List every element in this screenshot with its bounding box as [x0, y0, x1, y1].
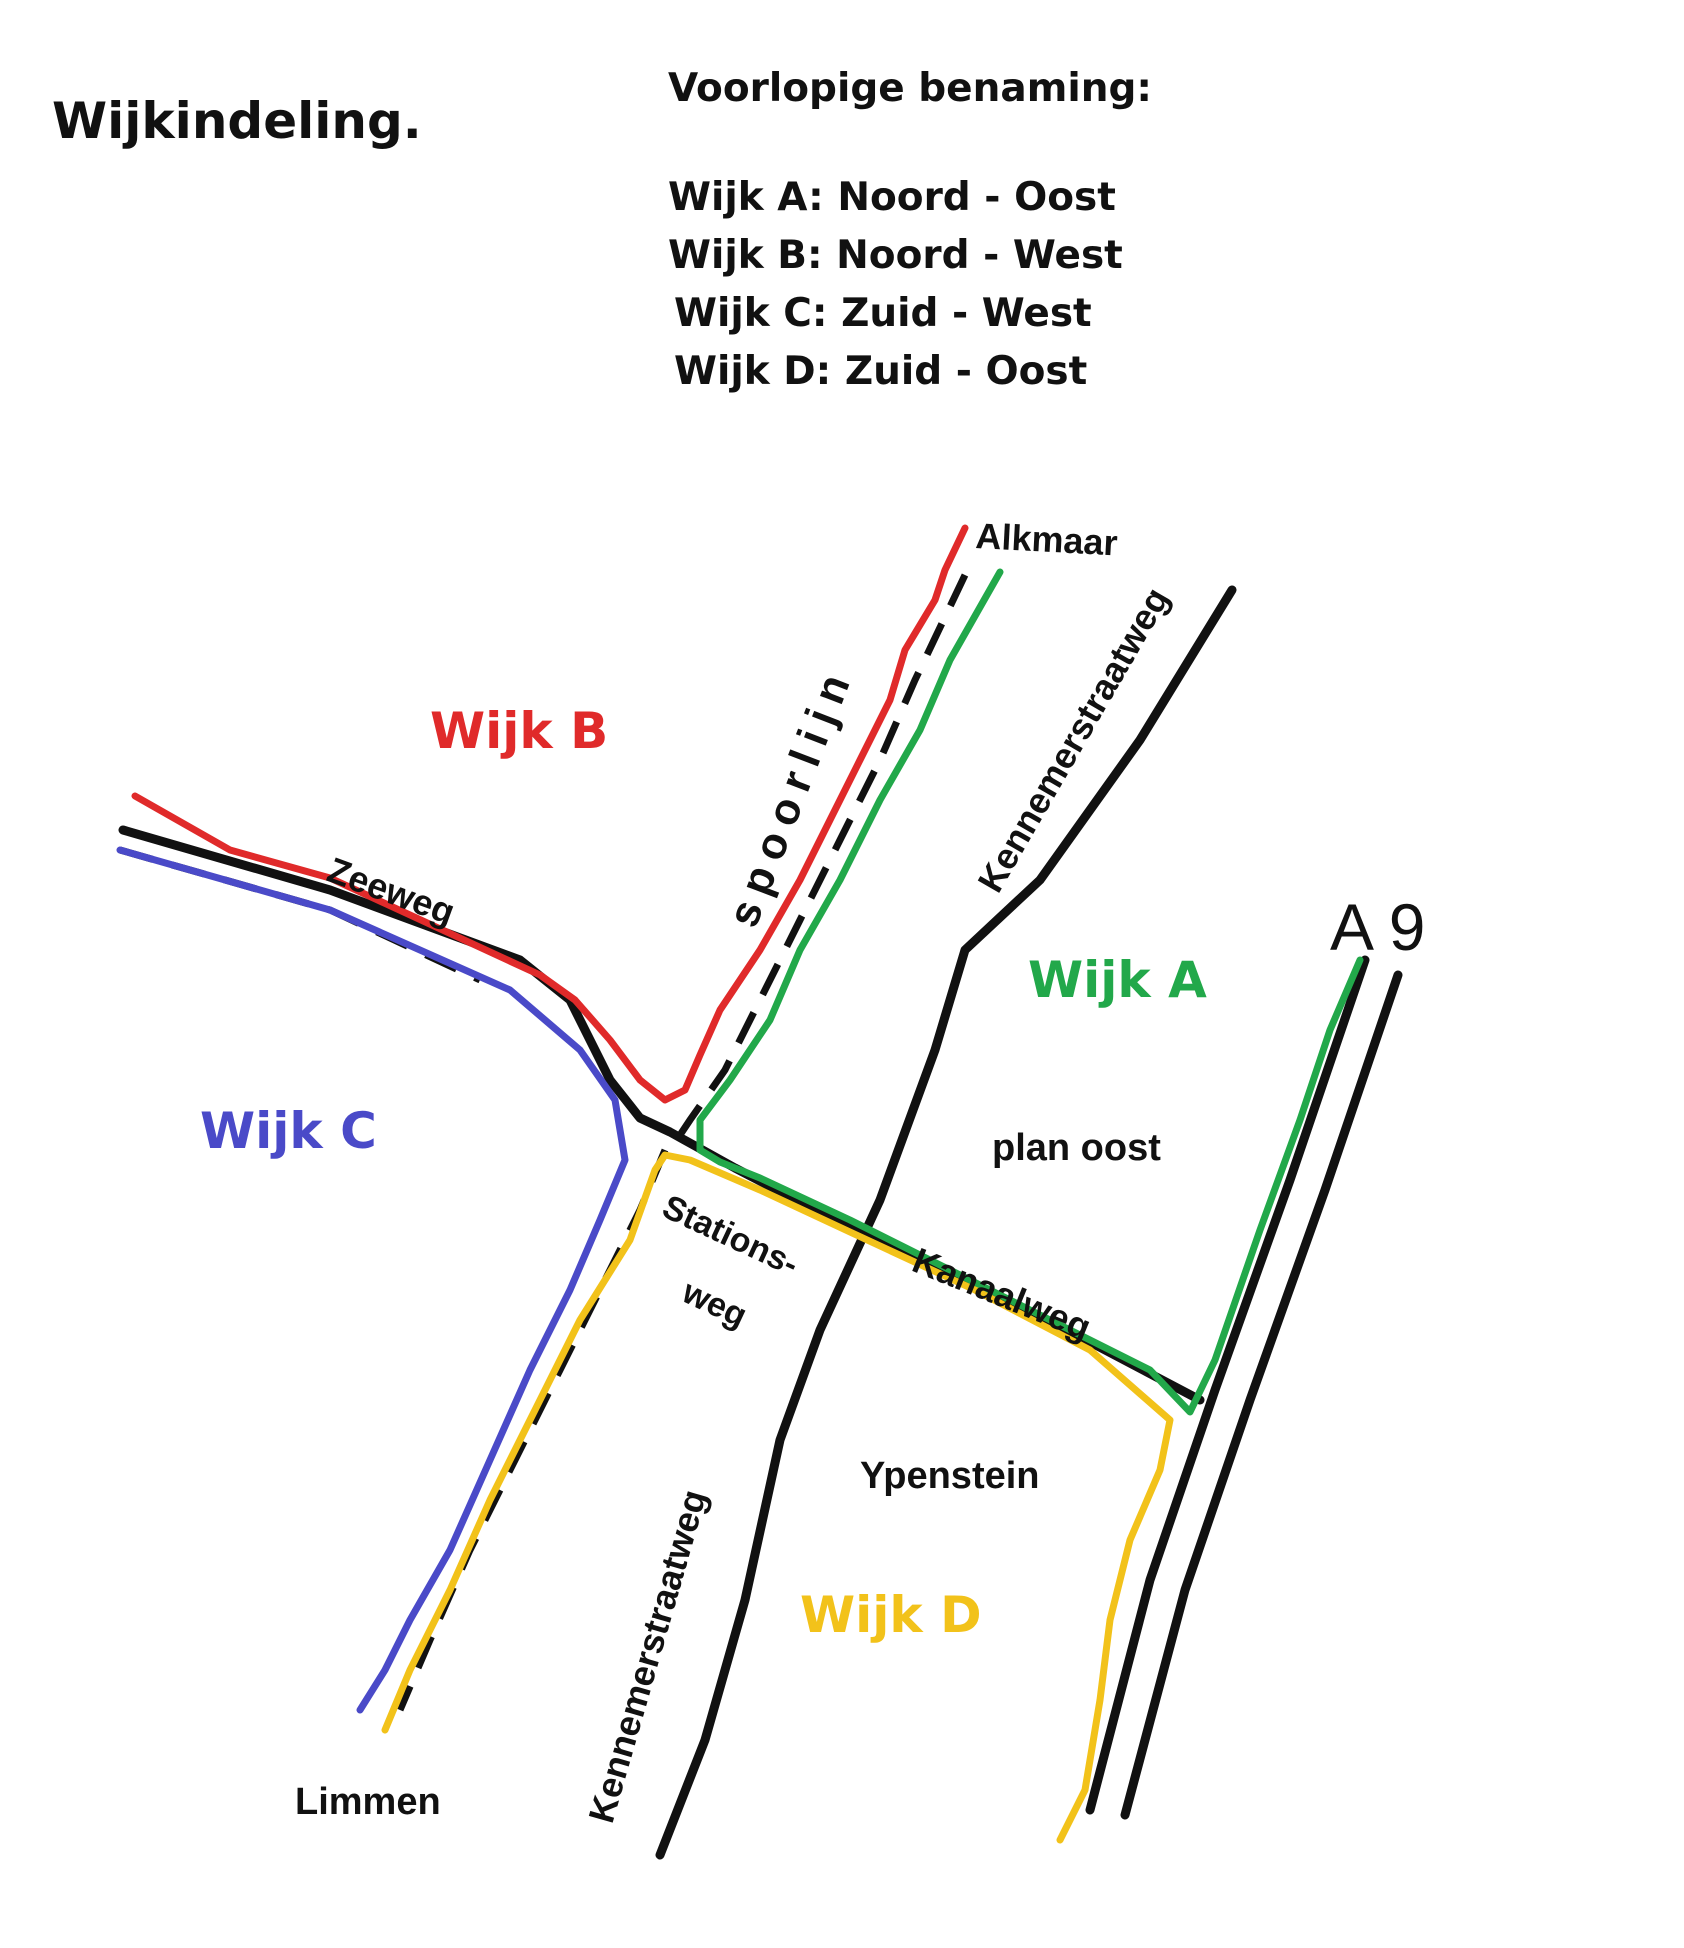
page-title: Wijkindeling.	[52, 92, 422, 150]
border-wijk-a	[696, 568, 1364, 1416]
railway-north	[667, 573, 969, 1152]
label-alkmaar: Alkmaar	[975, 515, 1119, 563]
label-wijk-a: Wijk A	[1028, 951, 1207, 1009]
legend-row-a: Wijk A: Noord - Oost	[668, 175, 1116, 220]
label-a9: A 9	[1330, 890, 1425, 964]
legend-row-c: Wijk C: Zuid - West	[674, 291, 1092, 336]
legend-heading: Voorlopige benaming:	[668, 66, 1152, 111]
label-wijk-b: Wijk B	[430, 702, 608, 760]
label-kennemerstraatweg-north: Kennemerstraatweg	[969, 580, 1177, 899]
legend-row-b: Wijk B: Noord - West	[668, 233, 1123, 278]
kennemerstraatweg-road	[655, 585, 1237, 1860]
a9-lane-west	[1085, 955, 1370, 1815]
label-kanaalweg: Kanaalweg	[907, 1239, 1097, 1347]
border-wijk-c	[116, 846, 629, 1714]
border-wijk-d	[381, 1151, 1174, 1844]
legend: Voorlopige benaming: Wijk A: Noord - Oos…	[668, 66, 1152, 401]
label-wijk-d: Wijk D	[800, 1586, 982, 1644]
label-plan-oost: plan oost	[992, 1127, 1161, 1169]
railway-south	[396, 1148, 669, 1712]
border-wijk-b	[131, 524, 969, 1104]
legend-row-d: Wijk D: Zuid - Oost	[674, 349, 1088, 394]
label-weg: weg	[676, 1272, 753, 1335]
label-wijk-c: Wijk C	[200, 1102, 377, 1160]
label-ypenstein: Ypenstein	[860, 1455, 1040, 1497]
label-zeeweg: Zeeweg	[322, 849, 460, 933]
label-limmen: Limmen	[295, 1781, 441, 1823]
a9-lane-east	[1120, 970, 1403, 1820]
